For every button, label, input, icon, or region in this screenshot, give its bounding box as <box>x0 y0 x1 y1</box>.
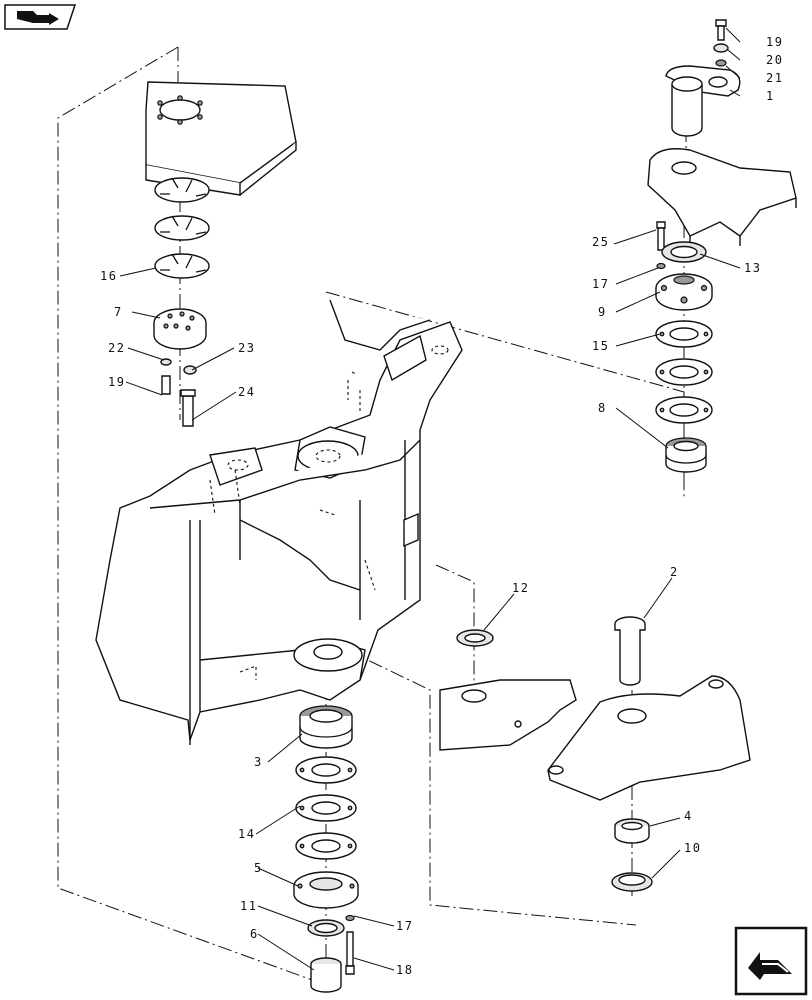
pin-plate-7 <box>153 308 207 350</box>
callout-18: 18 <box>396 963 413 977</box>
callout-13: 13 <box>744 261 761 275</box>
bushing-6 <box>310 957 342 993</box>
callout-1: 1 <box>766 89 775 103</box>
callout-23: 23 <box>238 341 255 355</box>
callout-17-bottom: 17 <box>396 919 413 933</box>
bolt-18 <box>345 914 355 975</box>
shim-stack-14 <box>295 756 357 860</box>
lower-plate-middle <box>439 679 577 751</box>
callout-14: 14 <box>238 827 255 841</box>
callout-labels: 16 7 22 19 23 24 19 20 21 1 25 13 17 9 1… <box>100 35 783 977</box>
callout-2: 2 <box>670 565 679 579</box>
callout-22: 22 <box>108 341 125 355</box>
arrow-return-icon <box>734 926 808 996</box>
lower-plate-right <box>547 675 751 801</box>
ring-13 <box>661 241 707 263</box>
bearing-8 <box>665 437 707 473</box>
fasteners-top-right <box>713 19 729 67</box>
upper-plate-right <box>647 148 797 246</box>
callout-8: 8 <box>598 401 607 415</box>
pin-1 <box>665 65 741 137</box>
callout-17-right: 17 <box>592 277 609 291</box>
washer-17-right <box>656 262 666 270</box>
shim-stack-15 <box>655 320 713 424</box>
callout-9: 9 <box>598 305 607 319</box>
ring-12 <box>456 629 494 647</box>
fasteners-left <box>160 358 197 427</box>
callout-19-right: 19 <box>766 35 783 49</box>
upper-plate-left <box>145 81 297 196</box>
callout-11: 11 <box>240 899 257 913</box>
callout-19-left: 19 <box>108 375 125 389</box>
callout-15: 15 <box>592 339 609 353</box>
leader-lines <box>119 27 741 971</box>
callout-3: 3 <box>254 755 263 769</box>
callout-24: 24 <box>238 385 255 399</box>
callout-10: 10 <box>684 841 701 855</box>
callout-25: 25 <box>592 235 609 249</box>
bolt-25 <box>656 221 666 251</box>
next-page-button[interactable] <box>734 926 808 996</box>
callout-5: 5 <box>254 861 263 875</box>
callout-6: 6 <box>250 927 259 941</box>
callout-21: 21 <box>766 71 783 85</box>
cap-5 <box>293 871 359 909</box>
ring-11 <box>307 919 345 937</box>
callout-4: 4 <box>684 809 693 823</box>
shim-stack-16 <box>154 177 210 279</box>
callout-20: 20 <box>766 53 783 67</box>
callout-16: 16 <box>100 269 117 283</box>
callout-12: 12 <box>512 581 529 595</box>
bearing-3 <box>299 705 353 749</box>
pin-2 <box>614 616 646 686</box>
callout-7: 7 <box>114 305 123 319</box>
book-return-icon <box>4 4 77 30</box>
cap-9 <box>655 273 713 311</box>
bushing-4 <box>614 818 650 844</box>
main-frame <box>95 299 463 745</box>
book-return-button[interactable] <box>3 3 77 31</box>
ring-10 <box>611 872 653 892</box>
